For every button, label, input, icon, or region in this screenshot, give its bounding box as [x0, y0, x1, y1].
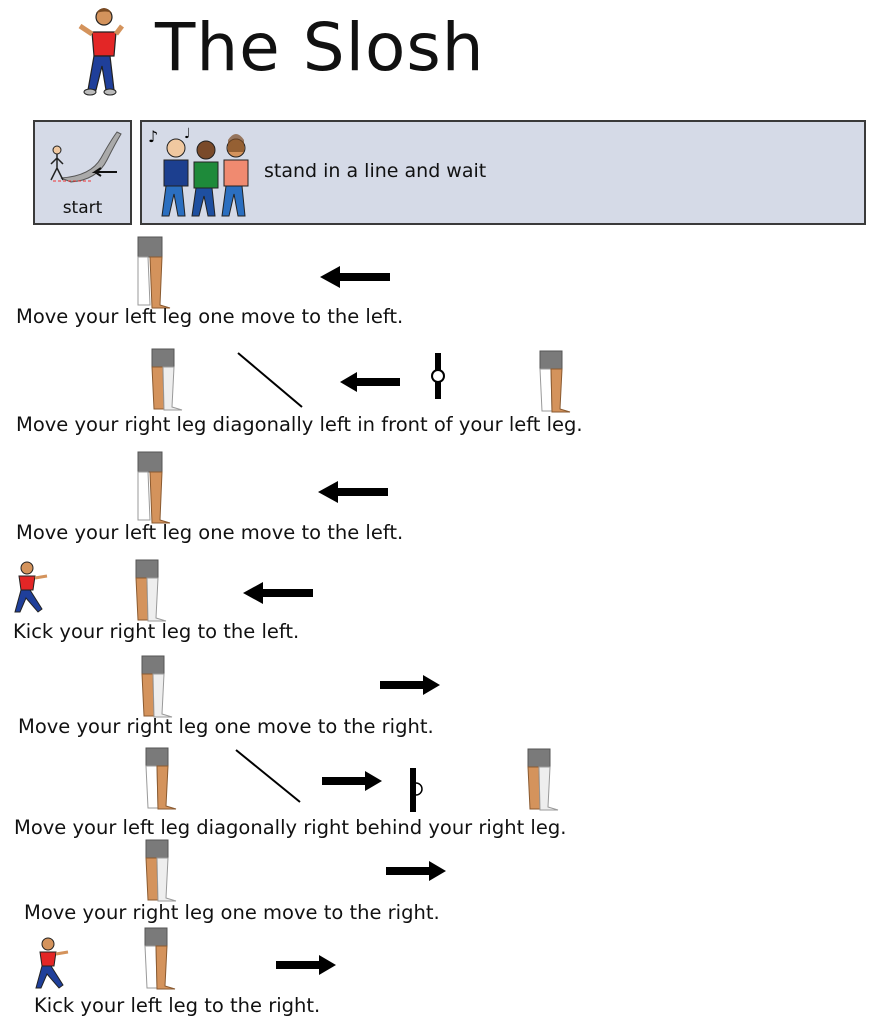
legs-right-forward-icon	[145, 839, 177, 902]
legs-right-forward-icon	[135, 559, 167, 622]
legs-left-forward-icon	[137, 451, 171, 524]
step-text: Move your right leg diagonally left in f…	[16, 413, 583, 436]
step-text: Move your right leg one move to the righ…	[18, 715, 434, 738]
legs-left-forward-icon	[144, 927, 176, 990]
dancing-boy-icon	[78, 8, 124, 96]
arrow-right-icon	[386, 861, 446, 881]
step-text: Move your left leg one move to the left.	[16, 305, 404, 328]
diagonal-line-icon	[237, 352, 303, 408]
start-path-icon	[50, 131, 122, 183]
arrow-right-icon	[276, 955, 336, 975]
in-front-symbol-icon	[431, 353, 445, 399]
svg-text:♩: ♩	[184, 126, 191, 142]
arrow-left-icon	[243, 582, 313, 604]
start-box: start	[33, 120, 132, 225]
step-text: Kick your right leg to the left.	[13, 620, 300, 643]
page-title: The Slosh	[155, 9, 485, 86]
wait-box: ♪♩ stand in a line and wait	[140, 120, 866, 225]
legs-right-forward-icon	[151, 348, 183, 411]
step-text: Move your left leg one move to the left.	[16, 521, 404, 544]
legs-left-forward-icon	[145, 747, 177, 810]
diagonal-line-icon	[235, 749, 301, 803]
kick-person-icon	[35, 937, 69, 989]
arrow-left-icon	[340, 372, 400, 392]
legs-right-forward-icon	[527, 748, 559, 811]
wait-label: stand in a line and wait	[264, 160, 487, 182]
step-text: Move your left leg diagonally right behi…	[14, 816, 567, 839]
arrow-left-icon	[318, 481, 388, 503]
arrow-right-icon	[322, 771, 382, 791]
dancing-line-icon: ♪♩	[148, 126, 249, 217]
legs-left-forward-icon	[539, 350, 571, 413]
kick-person-icon	[14, 561, 48, 613]
legs-right-forward-icon	[141, 655, 173, 718]
arrow-left-icon	[320, 266, 390, 288]
step-text: Kick your left leg to the right.	[34, 994, 321, 1017]
behind-symbol-icon	[410, 768, 423, 812]
start-label: start	[62, 198, 103, 218]
svg-text:♪: ♪	[148, 127, 158, 146]
legs-left-forward-icon	[137, 236, 171, 309]
arrow-right-icon	[380, 675, 440, 695]
step-text: Move your right leg one move to the righ…	[24, 901, 440, 924]
